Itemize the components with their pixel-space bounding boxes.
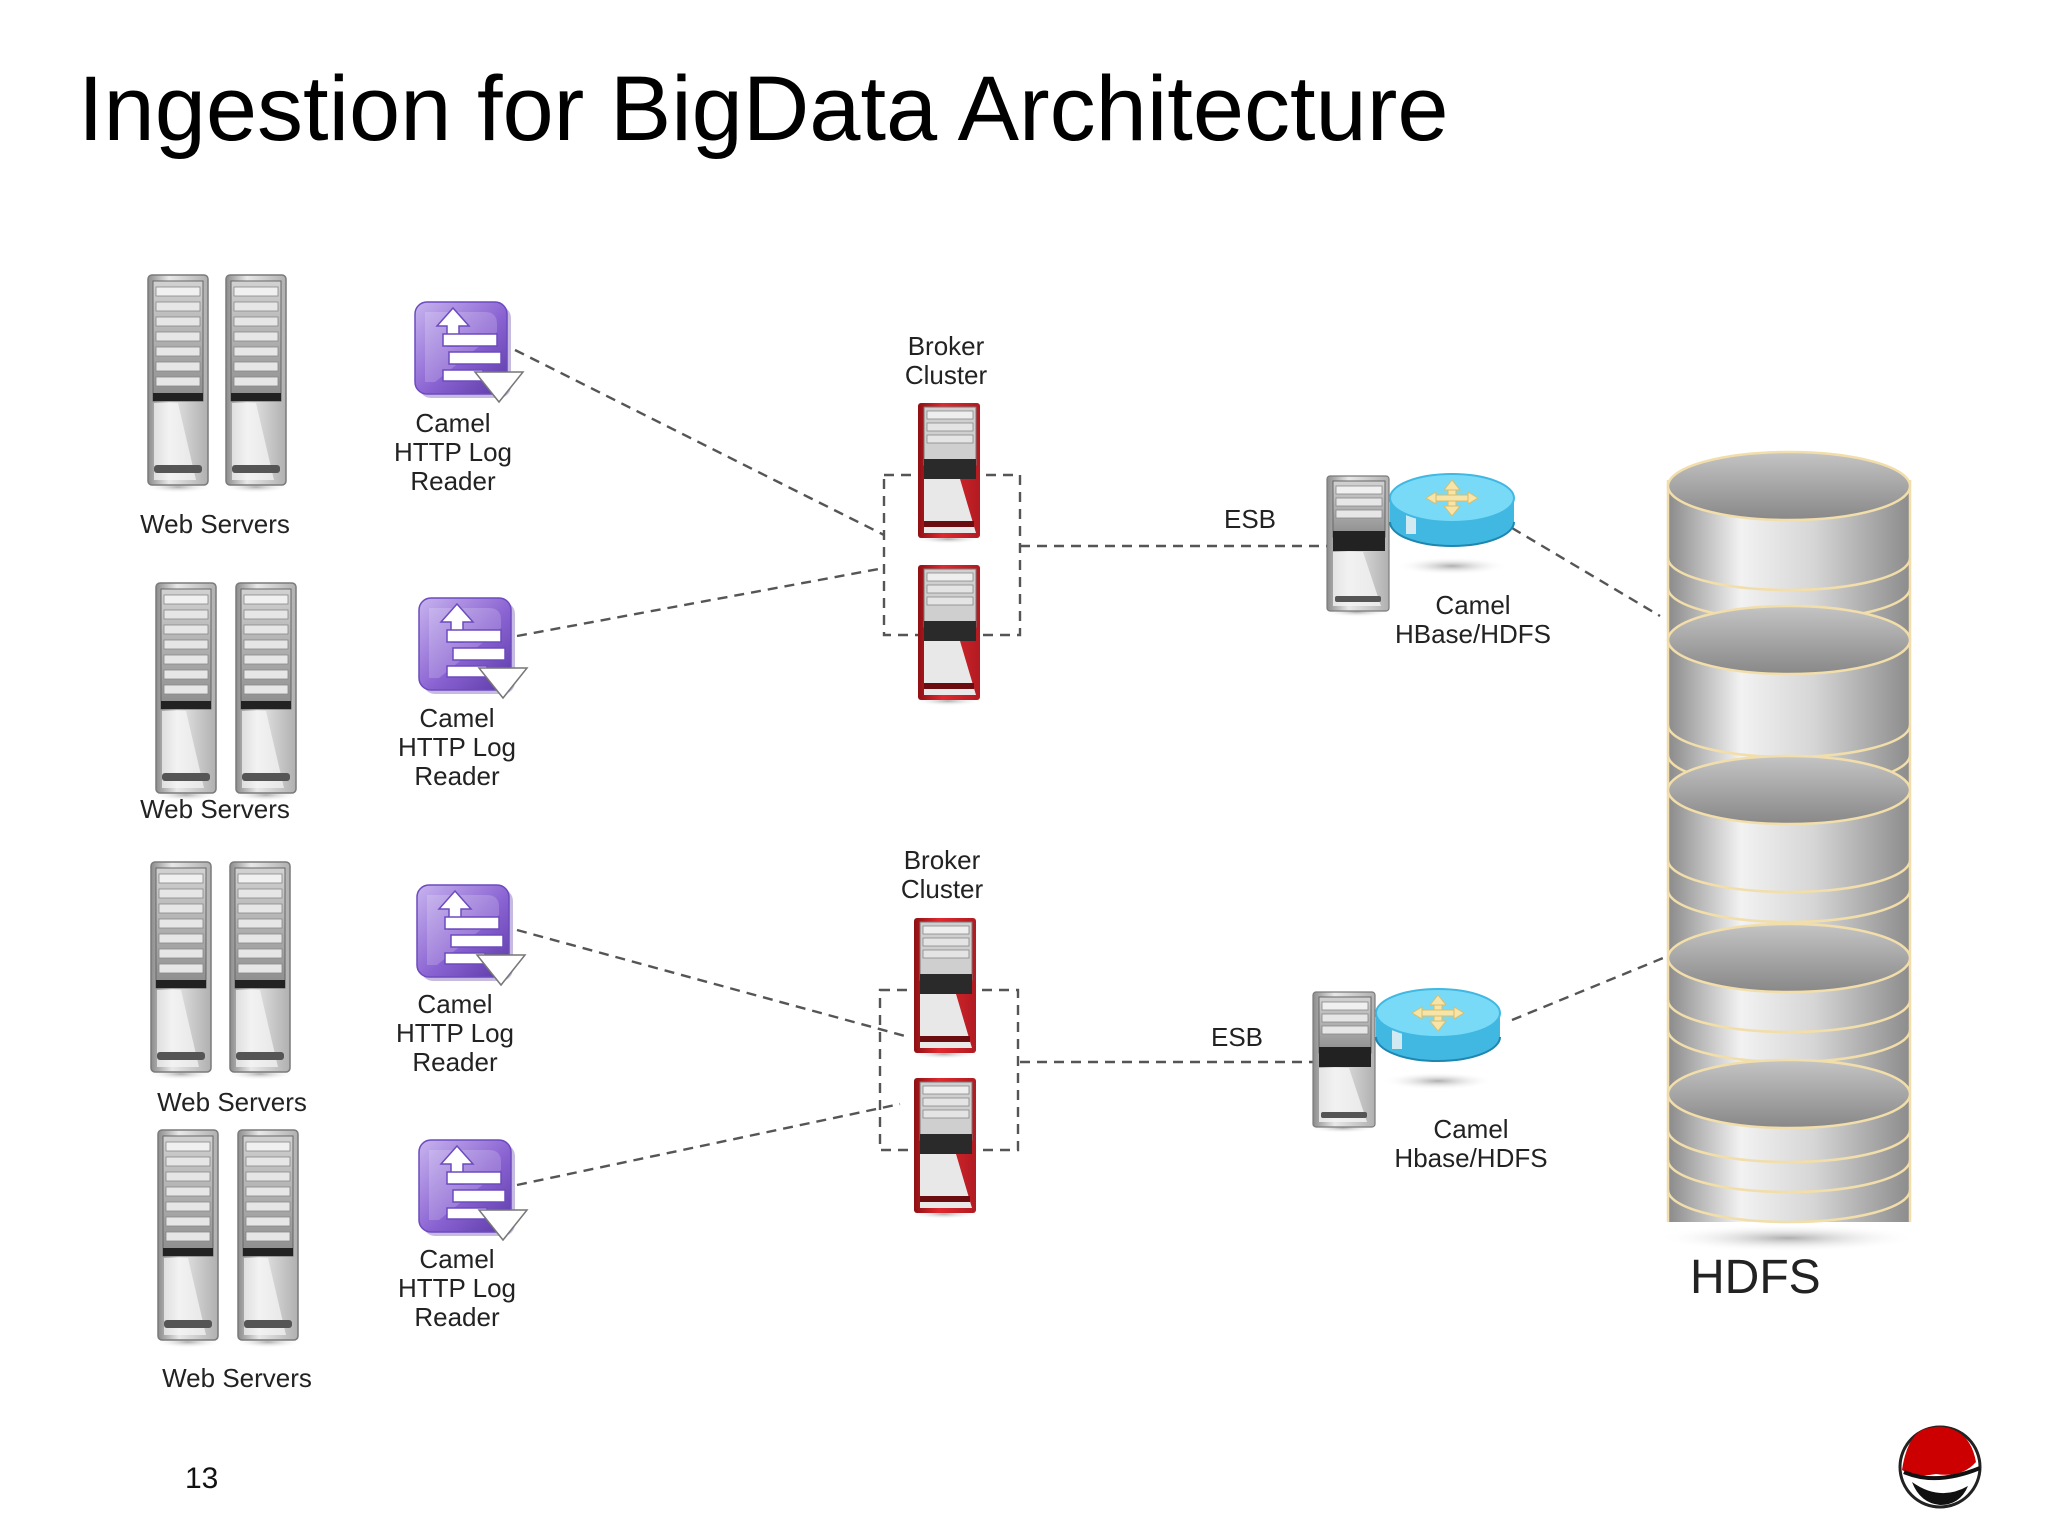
camel-hbase-label: Camel Hbase/HDFS (1394, 1114, 1548, 1173)
web-servers-label: Web Servers (140, 794, 290, 824)
server-tower-icon (146, 861, 216, 1081)
database-cylinder-icon (1658, 450, 1918, 1252)
server-tower-icon (143, 274, 213, 494)
server-tower-icon (231, 582, 301, 802)
esb-label: ESB (1210, 1022, 1264, 1052)
log-reader-label: Camel HTTP Log Reader (397, 703, 517, 791)
server-tower-icon (221, 274, 291, 494)
log-reader-label: Camel HTTP Log Reader (393, 408, 513, 496)
router-icon (1375, 988, 1501, 1091)
broker-server-icon (909, 917, 979, 1060)
server-tower-icon (233, 1129, 303, 1349)
camel-log-reader-icon (414, 301, 524, 403)
web-server-group-2 (151, 582, 301, 802)
server-tower-icon (151, 582, 221, 802)
connection-lines (514, 348, 1669, 1187)
broker-cluster-label: Broker Cluster (904, 331, 988, 390)
camel-log-reader-icon (416, 884, 526, 986)
server-tower-icon (153, 1129, 223, 1349)
log-reader-label: Camel HTTP Log Reader (395, 989, 515, 1077)
camel-log-reader-icon (418, 597, 528, 699)
page-number: 13 (185, 1462, 219, 1495)
broker-server-icon (909, 1077, 979, 1220)
router-icon (1389, 473, 1515, 576)
esb-label: ESB (1223, 504, 1277, 534)
server-tower-icon (225, 861, 295, 1081)
web-servers-label: Web Servers (162, 1363, 312, 1393)
web-servers-label: Web Servers (140, 509, 290, 539)
esb-server-icon (1308, 991, 1378, 1134)
broker-cluster-label: Broker Cluster (900, 845, 984, 904)
web-server-group-3 (146, 861, 295, 1081)
broker-server-icon (913, 402, 983, 545)
web-server-group-1 (143, 274, 291, 494)
red-hat-logo-icon (1898, 1425, 1982, 1509)
camel-hbase-label: Camel HBase/HDFS (1394, 590, 1552, 649)
esb-server-icon (1322, 475, 1392, 618)
camel-log-reader-icon (418, 1139, 528, 1241)
web-servers-label: Web Servers (157, 1087, 307, 1117)
broker-server-icon (913, 564, 983, 707)
hdfs-label: HDFS (1690, 1251, 1821, 1304)
log-reader-label: Camel HTTP Log Reader (397, 1244, 517, 1332)
web-server-group-4 (153, 1129, 303, 1349)
slide-title: Ingestion for BigData Architecture (78, 58, 1449, 160)
